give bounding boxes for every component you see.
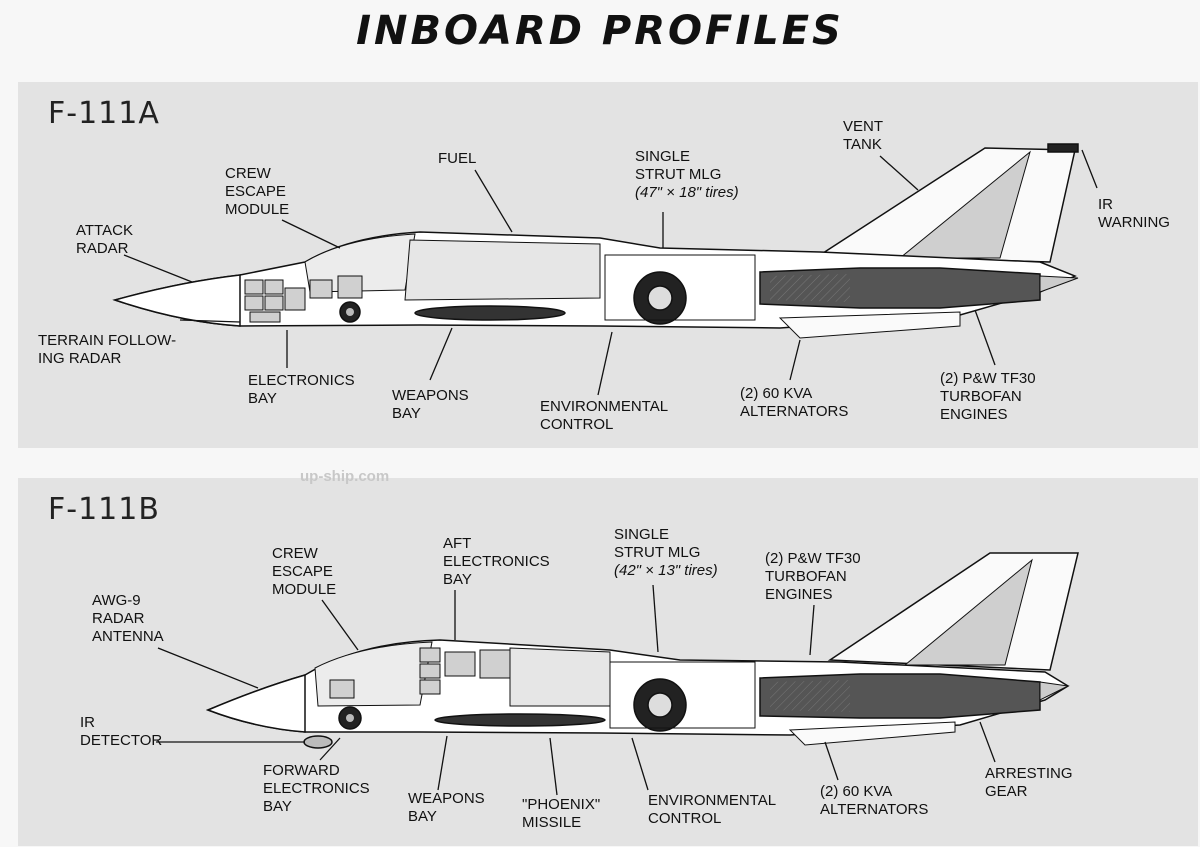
f111b-engines-label: (2) P&W TF30 TURBOFAN ENGINES [765, 550, 861, 603]
f111a-leader-lines [123, 149, 1098, 396]
f111a-gear-bay [604, 254, 756, 321]
f111b-gear-bay [609, 661, 756, 729]
f111b-forward-electronics-label: FORWARD ELECTRONICS BAY [263, 762, 370, 815]
f111b-mlg-label: SINGLE STRUT MLG (42" × 13" tires) [614, 526, 718, 579]
f111b-tail-fin-panel [903, 558, 1033, 666]
watermark: up-ship.com [300, 468, 390, 485]
f111b-alternators-label: (2) 60 KVA ALTERNATORS [820, 783, 929, 818]
f111a-terrain-radar-label: TERRAIN FOLLOW- ING RADAR [38, 332, 177, 367]
f111a-crew-escape-label: CREW ESCAPE MODULE [225, 165, 290, 218]
f111b-fuel-tank [509, 647, 611, 707]
f111b-environmental-label: ENVIRONMENTAL CONTROL [648, 792, 777, 827]
page-title: INBOARD PROFILES [356, 8, 844, 54]
f111b-leader-lines [156, 584, 996, 796]
f111b-phoenix-label: "PHOENIX" MISSILE [522, 796, 601, 831]
f111a-attack-radar-label: ATTACK RADAR [76, 222, 133, 257]
f111a-model-label: F-111A [48, 96, 160, 131]
f111a-weapons-store [414, 305, 566, 321]
f111b-ir-detector-pod [303, 735, 333, 749]
f111b-ir-detector-label: IR DETECTOR [80, 714, 163, 749]
f111a-mlg-label: SINGLE STRUT MLG (47" × 18" tires) [635, 148, 739, 201]
f111a-ventral-fin [778, 311, 961, 339]
f111b-radome [205, 674, 306, 733]
f111a-exhaust [1039, 275, 1079, 293]
f111a-ir-warning-pod [1047, 143, 1079, 153]
f111a-vent-tank-label: VENT TANK [843, 118, 884, 153]
f111a-aircraft [112, 143, 1079, 339]
f111a-electronics-boxes [244, 275, 363, 323]
f111a-ir-warning-label: IR WARNING [1098, 196, 1170, 231]
f111a-radome [112, 274, 241, 327]
f111a-fuel-label: FUEL [438, 150, 477, 167]
f111a-fuel-tank [404, 239, 601, 301]
f111a-engines-label: (2) P&W TF30 TURBOFAN ENGINES [940, 370, 1036, 423]
f111b-aircraft [205, 552, 1079, 749]
f111b-aft-electronics-label: AFT ELECTRONICS BAY [443, 535, 550, 588]
f111b-weapons-bay-label: WEAPONS BAY [408, 790, 485, 825]
f111b-phoenix-missile [434, 713, 606, 727]
f111b-model-label: F-111B [48, 492, 160, 527]
f111b-ventral-fin [788, 721, 956, 746]
f111a-electronics-bay-label: ELECTRONICS BAY [248, 372, 355, 407]
f111a-alternators-label: (2) 60 KVA ALTERNATORS [740, 385, 849, 420]
f111a-weapons-bay-label: WEAPONS BAY [392, 387, 469, 422]
f111b-crew-escape-label: CREW ESCAPE MODULE [272, 545, 337, 598]
f111b-arresting-gear-label: ARRESTING GEAR [985, 765, 1073, 800]
f111b-awg9-label: AWG-9 RADAR ANTENNA [92, 592, 164, 645]
f111b-exhaust [1039, 681, 1070, 701]
f111a-environmental-label: ENVIRONMENTAL CONTROL [540, 398, 669, 433]
